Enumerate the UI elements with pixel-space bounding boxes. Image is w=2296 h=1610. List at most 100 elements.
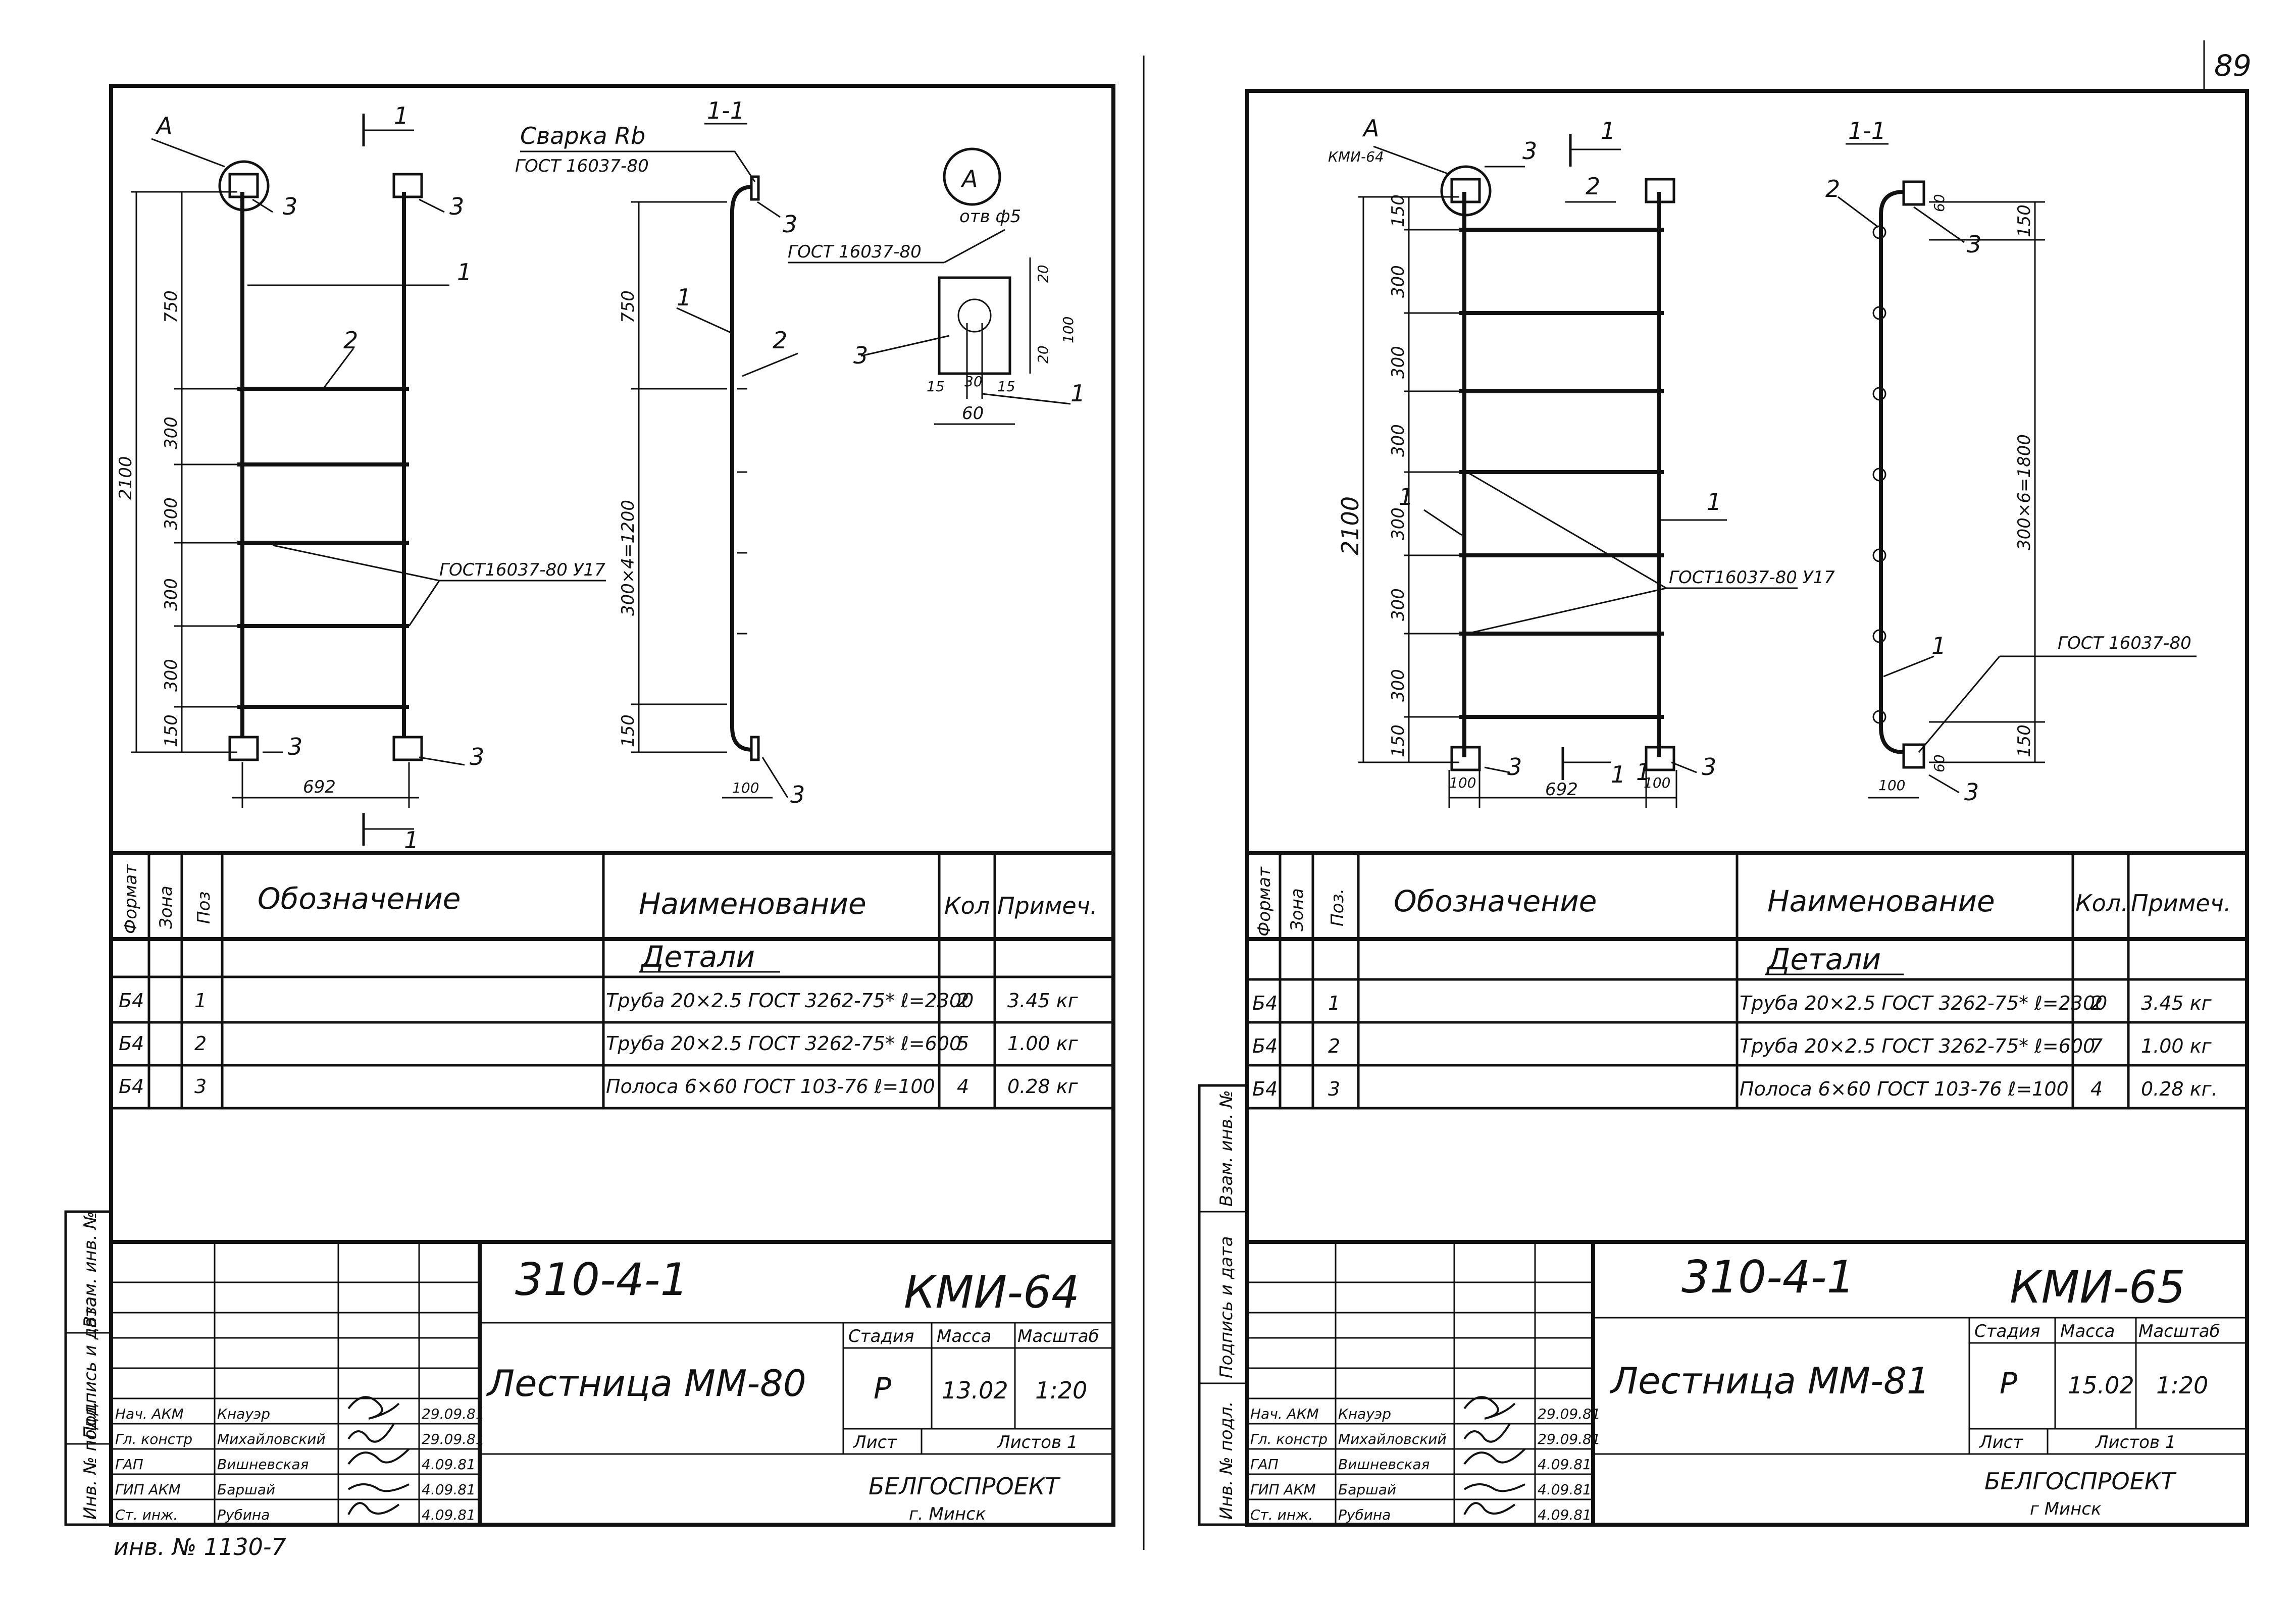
detail-ref-right: КМИ-64 [1328, 148, 1384, 165]
dim-300-a: 300 [161, 417, 181, 449]
side-strip-sign: Подпись и дата [80, 1296, 100, 1439]
side-pos-2: 2 [773, 327, 787, 354]
col-format: Формат [121, 864, 141, 934]
table-row: Б4 [1252, 1035, 1278, 1057]
table-row: Полоса 6×60 ГОСТ 103-76 ℓ=100 [1740, 1078, 2069, 1100]
detail-gost: ГОСТ 16037-80 [788, 242, 922, 262]
hole-label: отв ф5 [959, 206, 1021, 227]
side-r-1800: 300×6=1800 [2014, 434, 2034, 550]
dim-r-150b: 150 [1388, 724, 1408, 757]
sheet-frame-right [1245, 89, 2249, 1527]
pos-3-top-left: 3 [283, 193, 297, 220]
sheets-label-right: Листов 1 [2095, 1432, 2176, 1452]
doc-title-left: Лестница ММ-80 [486, 1362, 806, 1405]
col-designation-right: Обозначение [1394, 884, 1597, 918]
signature [347, 1502, 400, 1515]
spec-table-left: Формат Зона Поз Обозначение Наименование… [111, 851, 1113, 1110]
signer-date: 29.09.81 [1538, 1431, 1601, 1447]
table-row: 0.28 кг [1007, 1075, 1079, 1098]
signer-role: Гл. констр [115, 1431, 192, 1447]
side-pos-3-top: 3 [783, 211, 797, 238]
dim-692: 692 [303, 777, 336, 797]
signer-role: ГИП АКМ [1250, 1481, 1316, 1498]
col-pos-right: Поз. [1328, 889, 1348, 926]
signature [1463, 1483, 1525, 1492]
dim-r-2100: 2100 [1337, 496, 1364, 555]
side-r-60b: 60 [1931, 754, 1948, 772]
table-row: 2 [2090, 992, 2103, 1014]
signature [347, 1483, 410, 1492]
side-gost-right: ГОСТ 16037-80 [2058, 633, 2191, 653]
col-designation: Обозначение [258, 881, 461, 916]
table-row: 3.45 кг [2141, 992, 2212, 1014]
signer-date: 29.09.81 [422, 1406, 485, 1422]
side-dim-750: 750 [618, 290, 638, 323]
table-row: 0.28 кг. [2141, 1078, 2218, 1100]
doc-code-left: КМИ-64 [904, 1266, 1080, 1318]
plate-top-left [228, 173, 259, 198]
detail-a-badge [943, 147, 1001, 206]
dim-150: 150 [161, 714, 181, 747]
col-qty: Кол [944, 892, 990, 919]
signature [1463, 1502, 1516, 1515]
org-city-right: г Минск [2030, 1499, 2102, 1519]
ladder-front-view-left: A 750 300 300 300 300 150 2100 692 [116, 102, 606, 854]
signer-name: Михайловский [1338, 1431, 1447, 1447]
table-row: 2 [1328, 1035, 1340, 1057]
detail-a-badge-text: A [960, 165, 978, 192]
detail-plate [938, 276, 1011, 375]
dim-r-692: 692 [1545, 780, 1578, 800]
signer-role: Ст. инж. [1250, 1507, 1313, 1523]
signer-name: Рубина [1338, 1507, 1391, 1523]
table-row: 2 [194, 1032, 207, 1055]
signer-date: 4.09.81 [422, 1507, 476, 1523]
org-name-right: БЕЛГОСПРОЕКТ [1984, 1468, 2177, 1495]
signer-name: Вишневская [217, 1456, 309, 1473]
table-row: 3 [1328, 1078, 1340, 1100]
side-strip-right [1198, 1084, 1249, 1526]
table-row: 7 [2090, 1035, 2103, 1057]
side-r-150a: 150 [2014, 204, 2034, 237]
signature [347, 1423, 395, 1443]
detail-dim-20a: 20 [1035, 265, 1051, 283]
signer-date: 4.09.81 [1538, 1507, 1592, 1523]
table-row: Труба 20×2.5 ГОСТ 3262-75* ℓ=2300 [1740, 992, 2107, 1014]
signature [347, 1448, 410, 1465]
section-mark-bottom-left: 1 [404, 826, 419, 854]
signer-name: Кнауэр [217, 1406, 270, 1422]
detail-dim-15a: 15 [927, 378, 945, 395]
dim-r-300a: 300 [1388, 265, 1408, 298]
signer-date: 29.09.81 [1538, 1406, 1601, 1422]
detail-a-circle-right [1440, 165, 1492, 217]
doc-title-right: Лестница ММ-81 [1609, 1360, 1930, 1402]
pos-2-front: 2 [343, 327, 358, 354]
dim-r-300e: 300 [1388, 588, 1408, 621]
side-strip-sign-right: Подпись и дата [1216, 1236, 1237, 1378]
weld-label: Сварка Rb [520, 122, 645, 149]
scale-value-right: 1:20 [2156, 1372, 2208, 1399]
signer-name: Вишневская [1338, 1456, 1430, 1473]
pos-1-front-right-right: 1 [1707, 488, 1721, 515]
sheet-left: Инв. № подл. Подпись и дата Взам. инв. №… [64, 84, 1115, 1561]
dim-r-300c: 300 [1388, 424, 1408, 457]
dim-r-300f: 300 [1388, 669, 1408, 702]
signature [347, 1396, 400, 1420]
signer-name: Кнауэр [1338, 1406, 1391, 1422]
signer-role: ГАП [115, 1456, 143, 1473]
side-r-100: 100 [1878, 777, 1905, 794]
table-row: Б4 [1252, 992, 1278, 1014]
org-name-left: БЕЛГОСПРОЕКТ [869, 1473, 1061, 1500]
col-zone-right: Зона [1287, 888, 1307, 931]
col-name-right: Наименование [1767, 884, 1995, 918]
table-row: Б4 [119, 1075, 144, 1098]
mass-value: 13.02 [942, 1377, 1008, 1404]
col-note-right: Примеч. [2131, 890, 2231, 917]
sheet-label: Лист [852, 1432, 897, 1452]
signature [1463, 1396, 1516, 1420]
col-zone: Зона [156, 886, 176, 929]
table-row: 2 [957, 990, 969, 1012]
sheet-label-right: Лист [1978, 1432, 2023, 1452]
section-mark-bottom-right: 1 [1611, 761, 1625, 788]
table-row: 4 [957, 1075, 969, 1098]
